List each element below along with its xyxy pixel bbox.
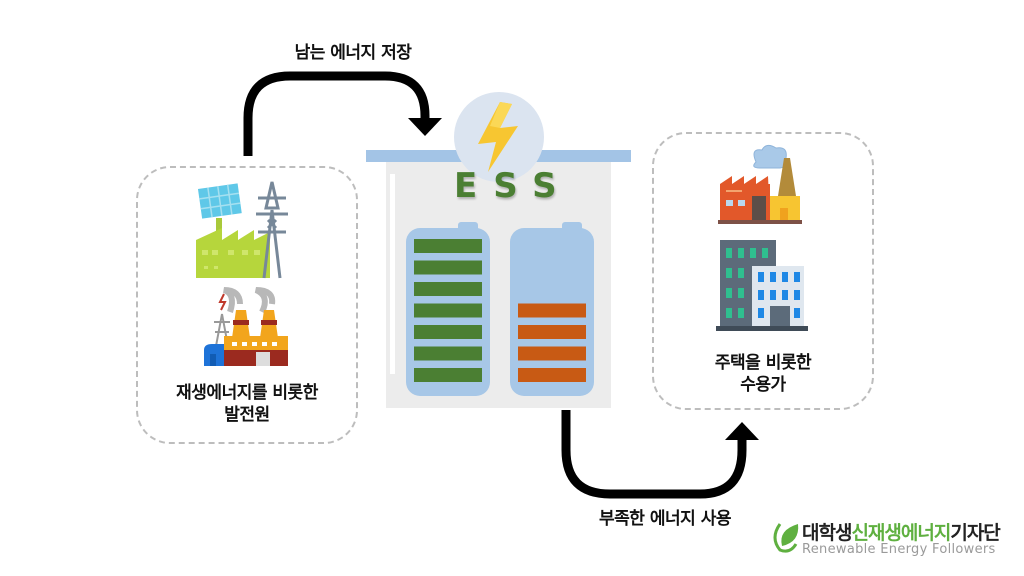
use-arrow-label: 부족한 에너지 사용 <box>599 509 731 529</box>
use-arrow-head <box>725 422 759 440</box>
charged-battery-bar <box>414 325 482 339</box>
use-arrow <box>561 410 747 499</box>
batteries <box>406 222 594 396</box>
store-arrow-head <box>408 118 442 136</box>
power-plant-icon <box>204 287 288 366</box>
low-battery-bar <box>518 303 586 318</box>
logo-english: Renewable Energy Followers <box>802 542 996 557</box>
lightning-icon <box>478 102 518 172</box>
source-label-line1: 재생에너지를 비롯한 <box>176 383 318 403</box>
office-building-icon <box>716 240 808 331</box>
consumer-label-line1: 주택을 비롯한 <box>714 353 812 373</box>
charged-battery-bar <box>414 303 482 318</box>
charged-battery-bar <box>414 282 482 296</box>
leaf-logo-icon <box>773 523 799 553</box>
logo-ko-2: 신재생에너지 <box>851 522 951 544</box>
ess-box-highlight <box>390 174 395 374</box>
charged-battery-bar <box>414 368 482 382</box>
logo-korean: 대학생신재생에너지기자단 <box>802 518 1001 545</box>
charged-battery-bar <box>414 260 482 275</box>
solar-factory-pylon-icon <box>196 181 288 279</box>
store-arrow-label: 남는 에너지 저장 <box>294 43 412 63</box>
source-label-line2: 발전원 <box>224 405 270 425</box>
consumer-label-line2: 수용가 <box>740 375 786 395</box>
store-arrow <box>243 71 430 156</box>
source-panel <box>136 166 358 444</box>
factory-icon <box>718 144 802 224</box>
logo-ko-1: 대학생 <box>802 522 852 544</box>
low-battery-bar <box>518 346 586 361</box>
low-battery-bar <box>518 368 586 382</box>
logo-ko-3: 기자단 <box>950 522 1000 544</box>
charged-battery-bar <box>414 346 482 361</box>
low-battery-bar <box>518 325 586 339</box>
consumer-panel <box>652 132 874 410</box>
ess-title: ESS <box>454 166 573 206</box>
charged-battery-bar <box>414 239 482 253</box>
